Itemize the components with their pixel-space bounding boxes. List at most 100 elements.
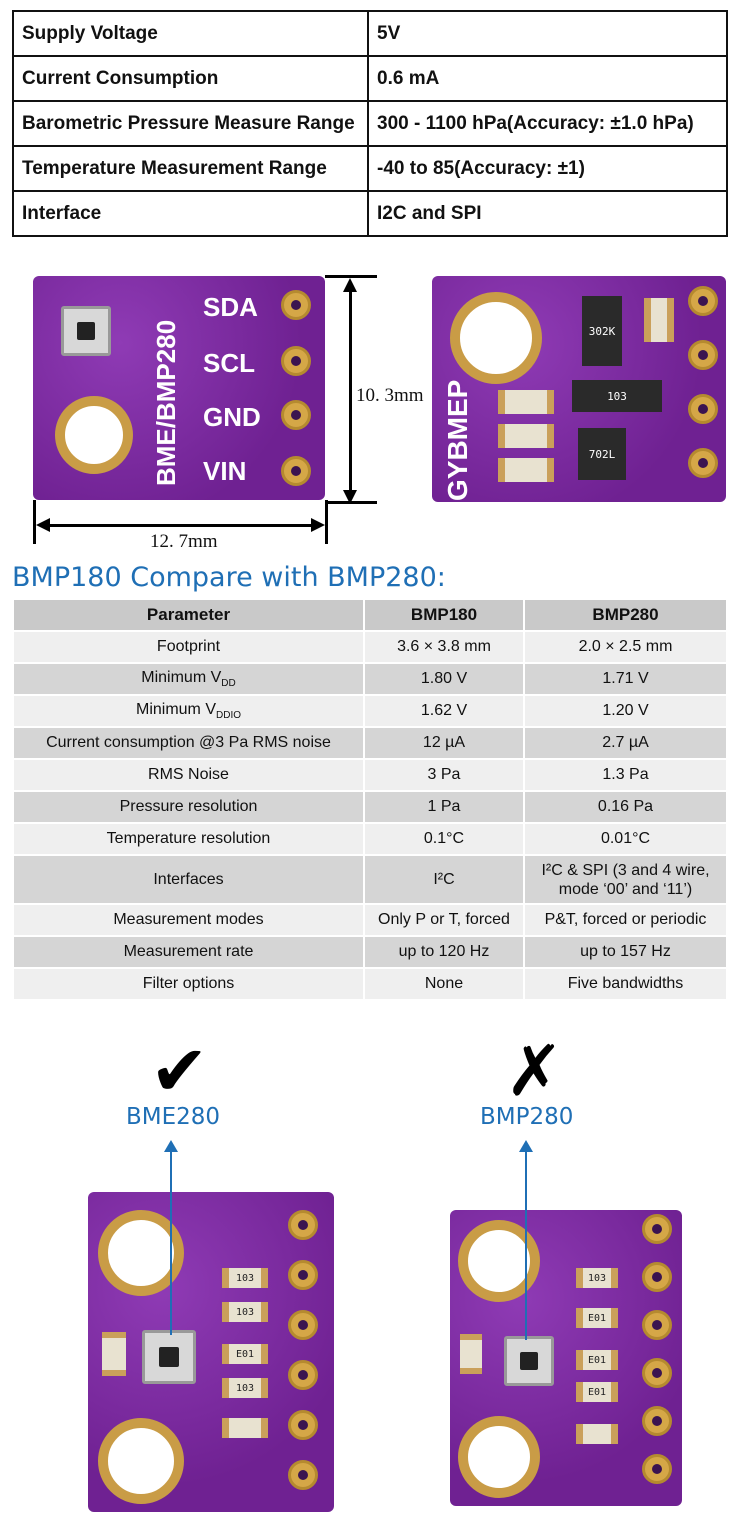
front-board-image: BME/BMP280 SDA SCL GND VIN — [33, 276, 325, 500]
spec-key: Interface — [12, 190, 369, 237]
pin-pad — [642, 1214, 672, 1244]
bmp280-cell: I²C & SPI (3 and 4 wire, mode ‘00’ and ‘… — [525, 856, 726, 903]
arrow-up-icon — [343, 278, 357, 292]
sensor-chip — [142, 1330, 196, 1384]
param-cell: Minimum VDDIO — [14, 696, 363, 726]
param-subscript: DD — [221, 678, 236, 690]
bmp180-cell: 12 µA — [365, 728, 523, 758]
smd-component — [644, 298, 674, 342]
bme280-board-image: 103 103 E01 103 — [88, 1192, 334, 1512]
table-row: Measurement rate up to 120 Hz up to 157 … — [14, 937, 726, 967]
bmp280-cell: 0.01°C — [525, 824, 726, 854]
pin-pad — [288, 1460, 318, 1490]
bmp180-cell: 0.1°C — [365, 824, 523, 854]
arrow-right-icon — [311, 518, 325, 532]
param-cell: RMS Noise — [14, 760, 363, 790]
smd-component — [498, 458, 554, 482]
bmp180-cell: 1.62 V — [365, 696, 523, 726]
bmp280-cell: 1.71 V — [525, 664, 726, 694]
arrow-up-icon — [519, 1140, 533, 1152]
param-text: Minimum V — [141, 668, 222, 686]
mounting-hole — [458, 1416, 540, 1498]
compare-table: Parameter BMP180 BMP280 Footprint 3.6 × … — [12, 598, 728, 1001]
spec-key: Barometric Pressure Measure Range — [12, 100, 369, 147]
pin-pad — [688, 394, 718, 424]
pin-pad — [688, 340, 718, 370]
bmp280-cell: 1.20 V — [525, 696, 726, 726]
bmp280-cell: 1.3 Pa — [525, 760, 726, 790]
pin-pad — [642, 1358, 672, 1388]
bmp280-cell: Five bandwidths — [525, 969, 726, 999]
param-cell: Filter options — [14, 969, 363, 999]
spec-key: Temperature Measurement Range — [12, 145, 369, 192]
smd-component: E01 — [576, 1382, 618, 1402]
param-cell: Minimum VDD — [14, 664, 363, 694]
cross-icon: ✗ — [505, 1030, 564, 1112]
table-row: Measurement modes Only P or T, forced P&… — [14, 905, 726, 935]
pin-pad — [281, 400, 311, 430]
table-row: Minimum VDDIO 1.62 V 1.20 V — [14, 696, 726, 726]
smd-component — [102, 1332, 126, 1376]
pin-pad — [688, 448, 718, 478]
pointer-line — [525, 1150, 527, 1340]
pin-pad — [288, 1310, 318, 1340]
mounting-hole — [458, 1220, 540, 1302]
table-row: Pressure resolution 1 Pa 0.16 Pa — [14, 792, 726, 822]
smd-component — [460, 1334, 482, 1374]
arrow-left-icon — [36, 518, 50, 532]
bmp180-cell: 1 Pa — [365, 792, 523, 822]
table-row: Footprint 3.6 × 3.8 mm 2.0 × 2.5 mm — [14, 632, 726, 662]
checkmark-icon: ✔ — [150, 1030, 209, 1112]
spec-key: Supply Voltage — [12, 10, 369, 57]
bmp280-cell: up to 157 Hz — [525, 937, 726, 967]
param-cell: Interfaces — [14, 856, 363, 903]
table-row: RMS Noise 3 Pa 1.3 Pa — [14, 760, 726, 790]
smd-component — [222, 1418, 268, 1438]
bmp280-cell: 0.16 Pa — [525, 792, 726, 822]
bmp280-board-image: 103 E01 E01 E01 — [450, 1210, 682, 1506]
ic-chip: 702L — [578, 428, 626, 480]
table-row: Filter options None Five bandwidths — [14, 969, 726, 999]
pin-label-scl: SCL — [203, 348, 255, 378]
column-header: BMP280 — [525, 600, 726, 630]
smd-component — [498, 424, 554, 448]
column-header: Parameter — [14, 600, 363, 630]
pin-label-gnd: GND — [203, 402, 261, 432]
bmp180-cell: 1.80 V — [365, 664, 523, 694]
mounting-hole — [55, 396, 133, 474]
pin-pad — [642, 1310, 672, 1340]
ic-chip: 302K — [582, 296, 622, 366]
param-text: Minimum V — [135, 700, 216, 718]
pin-label-sda: SDA — [203, 292, 258, 322]
smd-component: E01 — [222, 1344, 268, 1364]
table-row: Temperature Measurement Range-40 to 85(A… — [12, 145, 728, 192]
spec-value: 300 - 1100 hPa(Accuracy: ±1.0 hPa) — [367, 100, 728, 147]
height-dimension-line — [349, 282, 352, 496]
column-header: BMP180 — [365, 600, 523, 630]
spec-value: 5V — [367, 10, 728, 57]
table-row: Minimum VDD 1.80 V 1.71 V — [14, 664, 726, 694]
pin-pad — [288, 1410, 318, 1440]
pin-pad — [642, 1454, 672, 1484]
pin-pad — [281, 456, 311, 486]
board-silk-name: GYBMEP — [442, 379, 473, 501]
smd-component — [576, 1424, 618, 1444]
param-subscript: DDIO — [216, 710, 241, 722]
bmp180-cell: I²C — [365, 856, 523, 903]
dimension-tick — [325, 275, 377, 278]
width-dimension-label: 12. 7mm — [150, 531, 218, 552]
bmp280-cell: 2.0 × 2.5 mm — [525, 632, 726, 662]
bmp180-cell: up to 120 Hz — [365, 937, 523, 967]
smd-component — [498, 390, 554, 414]
bmp280-label: BMP280 — [480, 1104, 574, 1130]
param-cell: Measurement rate — [14, 937, 363, 967]
board-silk-name: BME/BMP280 — [151, 319, 181, 486]
table-row: Temperature resolution 0.1°C 0.01°C — [14, 824, 726, 854]
back-board-image: GYBMEP 302K 103 702L — [432, 276, 726, 502]
pin-pad — [281, 290, 311, 320]
pin-pad — [688, 286, 718, 316]
table-row: Current consumption @3 Pa RMS noise 12 µ… — [14, 728, 726, 758]
